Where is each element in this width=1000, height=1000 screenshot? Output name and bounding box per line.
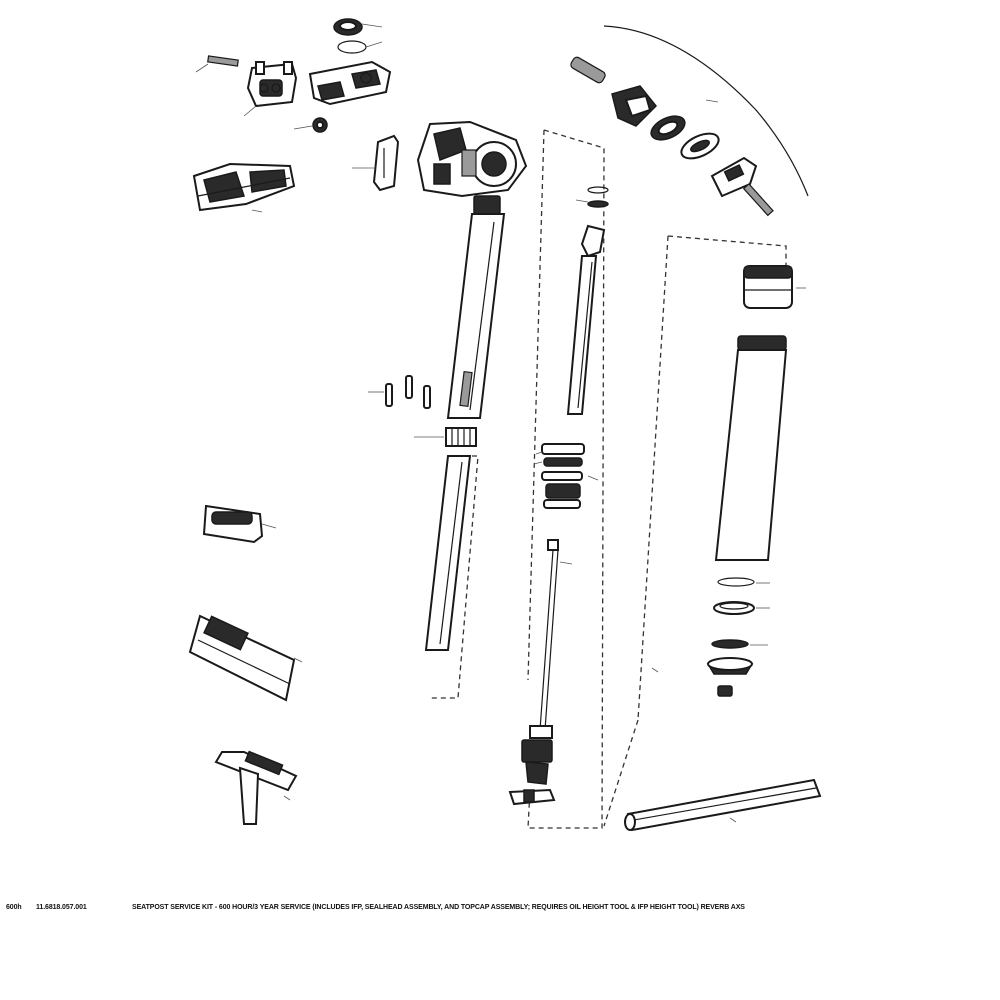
post-head-part: [416, 120, 528, 198]
cartridge-seal-rings-part: [575, 186, 609, 208]
lower-post-tube-part: [424, 455, 472, 651]
lower-tube-group-outline: [430, 455, 479, 699]
cartridge-group-outline: [527, 129, 605, 829]
inner-shaft-part: [566, 224, 606, 415]
piston-assembly-part: [508, 725, 556, 806]
upper-post-tube-part: [446, 195, 506, 419]
footer-part-row: 600h 11.6818.057.001 SEATPOST SERVICE KI…: [4, 904, 996, 918]
oil-height-tool-part: [624, 778, 822, 832]
battery-housing-part: [188, 614, 303, 702]
footer-description: SEATPOST SERVICE KIT - 600 HOUR/3 YEAR S…: [132, 904, 745, 911]
topcap-screw-part: [710, 156, 774, 217]
actuator-cover-part: [352, 134, 400, 192]
clamp-cradle-right-part: [308, 60, 392, 106]
footer-part-number: 11.6818.057.001: [36, 904, 87, 911]
clamp-o-ring-part: [333, 18, 383, 54]
guide-key-part: [368, 375, 431, 409]
damper-rod-part: [539, 539, 573, 731]
outer-tube-part: [714, 335, 788, 561]
remote-clamp-part: [202, 504, 277, 544]
sealhead-assembly-part: [533, 443, 599, 509]
collar-part: [414, 427, 477, 447]
lower-clamp-plate-part: [192, 162, 296, 213]
clamp-bolt-part: [195, 55, 239, 73]
topcap-group-bracket: [603, 25, 809, 197]
ifp-rings-part: [706, 577, 770, 697]
clamp-cradle-left-part: [243, 61, 298, 117]
sealhead-cap-part: [743, 265, 806, 309]
clamp-nut-part: [293, 117, 328, 133]
topcap-valve-part: [570, 56, 658, 127]
footer-index: 600h: [6, 904, 22, 911]
t-tool-part: [214, 750, 298, 825]
topcap-seal-rings-part: [650, 115, 720, 160]
